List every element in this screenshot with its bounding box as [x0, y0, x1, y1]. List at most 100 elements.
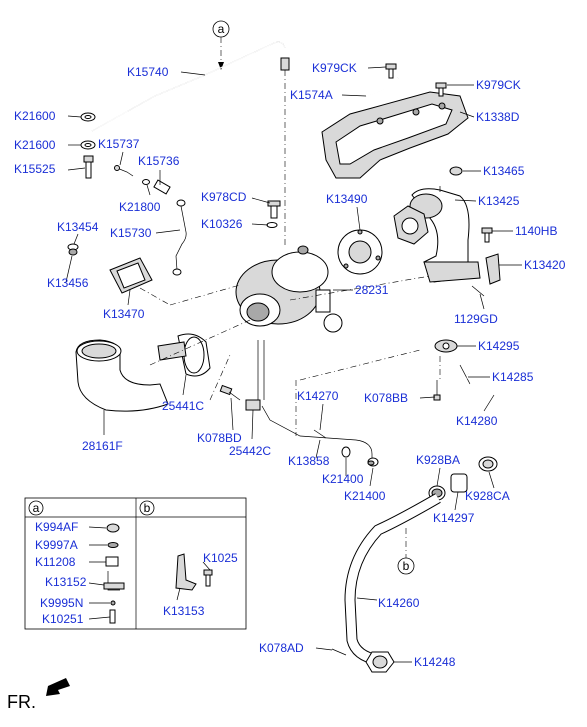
legend-a-item-6: K10251 [42, 612, 84, 626]
pipe-fitting-k15737 [114, 165, 134, 177]
bolt-k979ck-right [435, 82, 447, 97]
label-k13454: K13454 [57, 220, 99, 234]
label-k15525: K15525 [14, 162, 56, 176]
callout-b-lower-text: b [403, 559, 410, 573]
label-k21600-upper: K21600 [14, 109, 56, 123]
label-25442c: 25442C [229, 444, 271, 458]
bolt-k979ck-left [385, 63, 397, 79]
nut-k13465 [449, 166, 463, 176]
alignment-lines [139, 284, 421, 401]
stud-1129gd [471, 285, 485, 297]
label-k15740: K15740 [127, 65, 169, 79]
legend-header-a-text: a [33, 501, 40, 515]
oil-feed-pipe [91, 41, 290, 245]
bolt-k14285 [459, 364, 471, 385]
label-k928ba: K928BA [416, 453, 460, 467]
label-k14295: K14295 [478, 339, 520, 353]
exhaust-outlet-k13425 [409, 186, 481, 283]
callout-a-top-text: a [218, 22, 225, 36]
label-k928ca: K928CA [465, 489, 510, 503]
bolt-k978cd [266, 200, 281, 228]
bolt-k078bb [433, 380, 441, 401]
label-28231: 28231 [355, 283, 389, 297]
label-k15736: K15736 [138, 154, 180, 168]
label-k15730: K15730 [110, 226, 152, 240]
label-k979ck-right: K979CK [476, 78, 521, 92]
washer-k21600-lower [80, 140, 96, 150]
oil-feed-tube-k14270 [261, 380, 379, 467]
label-1140hb: 1140HB [515, 224, 557, 238]
gasket-k14295 [434, 339, 458, 353]
leader-lines [65, 66, 522, 663]
turbocharger-28231 [235, 245, 343, 410]
legend-b-item-2: K13153 [163, 604, 205, 618]
label-k1574a: K1574A [290, 88, 333, 102]
label-k078bd: K078BD [197, 431, 242, 445]
label-k21400-lower: K21400 [344, 489, 386, 503]
label-k979ck-left: K979CK [312, 61, 357, 75]
label-k1338d: K1338D [476, 110, 520, 124]
intake-elbow-28161f [75, 339, 169, 412]
label-k14297: K14297 [433, 511, 475, 525]
label-k13425: K13425 [478, 194, 520, 208]
gasket-k14248 [365, 651, 395, 673]
bracket-25442c [245, 399, 261, 411]
label-25441c: 25441C [162, 399, 204, 413]
intake-hose-25441c [157, 333, 211, 377]
legend-header-b-text: b [144, 501, 151, 515]
drain-pipe-k14260 [344, 493, 441, 666]
label-1129gd: 1129GD [454, 312, 498, 326]
label-k13456: K13456 [47, 276, 89, 290]
bracket-k1574a [365, 77, 399, 97]
legend-header-a: a [28, 500, 44, 516]
label-k13490: K13490 [326, 192, 368, 206]
gasket-k13470 [67, 243, 153, 294]
legend-a-item-5: K9995N [40, 596, 83, 610]
label-k978cd: K978CD [201, 190, 247, 204]
oil-return-fittings [142, 179, 187, 276]
callout-b-lower: b [397, 528, 415, 575]
bolt-k078ad [331, 648, 347, 656]
legend-b-item-1: K1025 [203, 551, 238, 565]
label-k10326: K10326 [201, 217, 243, 231]
label-k14248: K14248 [414, 655, 456, 669]
legend-a-item-1: K994AF [35, 520, 78, 534]
label-k13858: K13858 [288, 454, 330, 468]
front-label: FR. [7, 692, 36, 712]
label-k21400-upper: K21400 [322, 472, 364, 486]
clamp-k928ca [478, 456, 498, 472]
label-k21600-lower: K21600 [14, 138, 56, 152]
legend-box: a b K994AF K9997A K11208 K13152 K9995N K… [24, 497, 247, 630]
bolt-k078bd [219, 384, 241, 401]
front-direction-marker: FR. [7, 678, 70, 712]
label-28161f: 28161F [82, 439, 123, 453]
label-k13420: K13420 [524, 258, 566, 272]
label-k15737: K15737 [98, 137, 140, 151]
legend-b-parts [175, 553, 213, 601]
banjo-bolt-k15525 [83, 155, 94, 179]
label-k14270: K14270 [297, 389, 339, 403]
oil-drain-tube-k14280 [466, 369, 529, 467]
part-labels: K15740 K21600 K21600 K15737 K15525 K1573… [14, 61, 566, 669]
label-k078ad: K078AD [259, 641, 304, 655]
label-k21800: K21800 [119, 200, 161, 214]
label-k13470: K13470 [103, 307, 145, 321]
flange-alignment-line [289, 275, 431, 301]
legend-a-item-3: K11208 [35, 555, 76, 569]
callout-a-top: a [212, 20, 230, 72]
heat-shield-k1338d [321, 91, 469, 179]
bolt-1140hb [481, 227, 493, 243]
hose-k14297 [450, 473, 468, 493]
label-k14285: K14285 [492, 370, 534, 384]
legend-a-parts [88, 523, 125, 624]
flange-gasket [393, 205, 429, 245]
front-arrow-icon [46, 678, 70, 696]
washer-k21600-upper [80, 112, 96, 122]
legend-header-b: b [139, 500, 155, 516]
label-k078bb: K078BB [364, 391, 408, 405]
label-k14280: K14280 [456, 414, 498, 428]
legend-a-item-2: K9997A [35, 538, 78, 552]
bracket-k13420 [485, 253, 501, 285]
label-k14260: K14260 [378, 596, 420, 610]
